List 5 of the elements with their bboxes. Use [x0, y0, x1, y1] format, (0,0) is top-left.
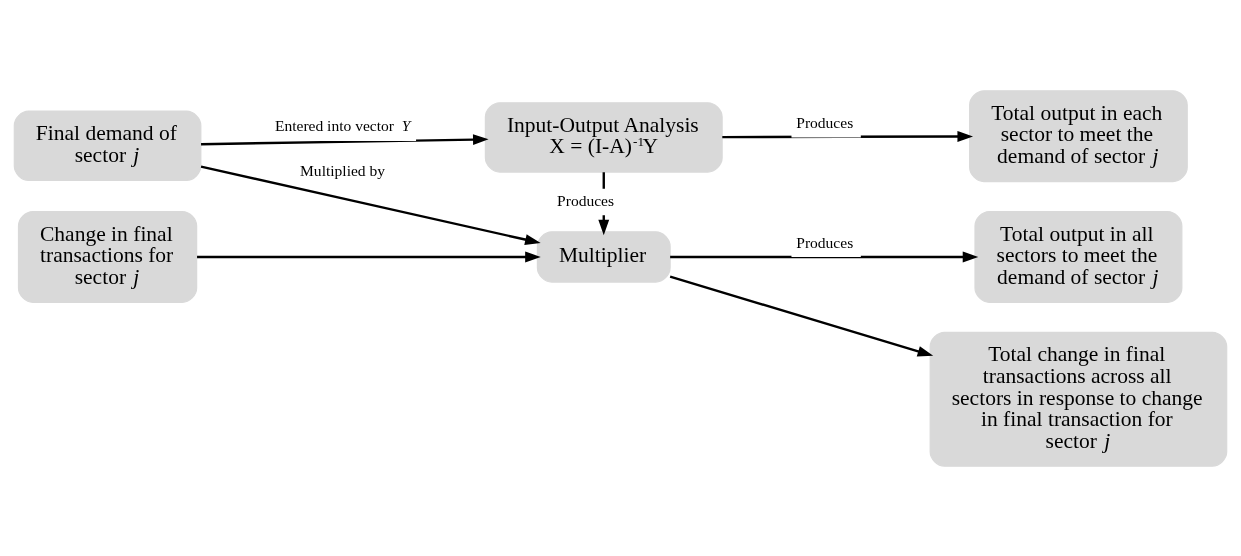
edge-label: Produces: [796, 113, 854, 131]
edge-label: Entered into vector Y: [274, 116, 411, 134]
edge-label: Produces: [796, 233, 854, 251]
edge-label: Multiplied by: [300, 161, 386, 179]
edge-label: Produces: [557, 191, 615, 209]
